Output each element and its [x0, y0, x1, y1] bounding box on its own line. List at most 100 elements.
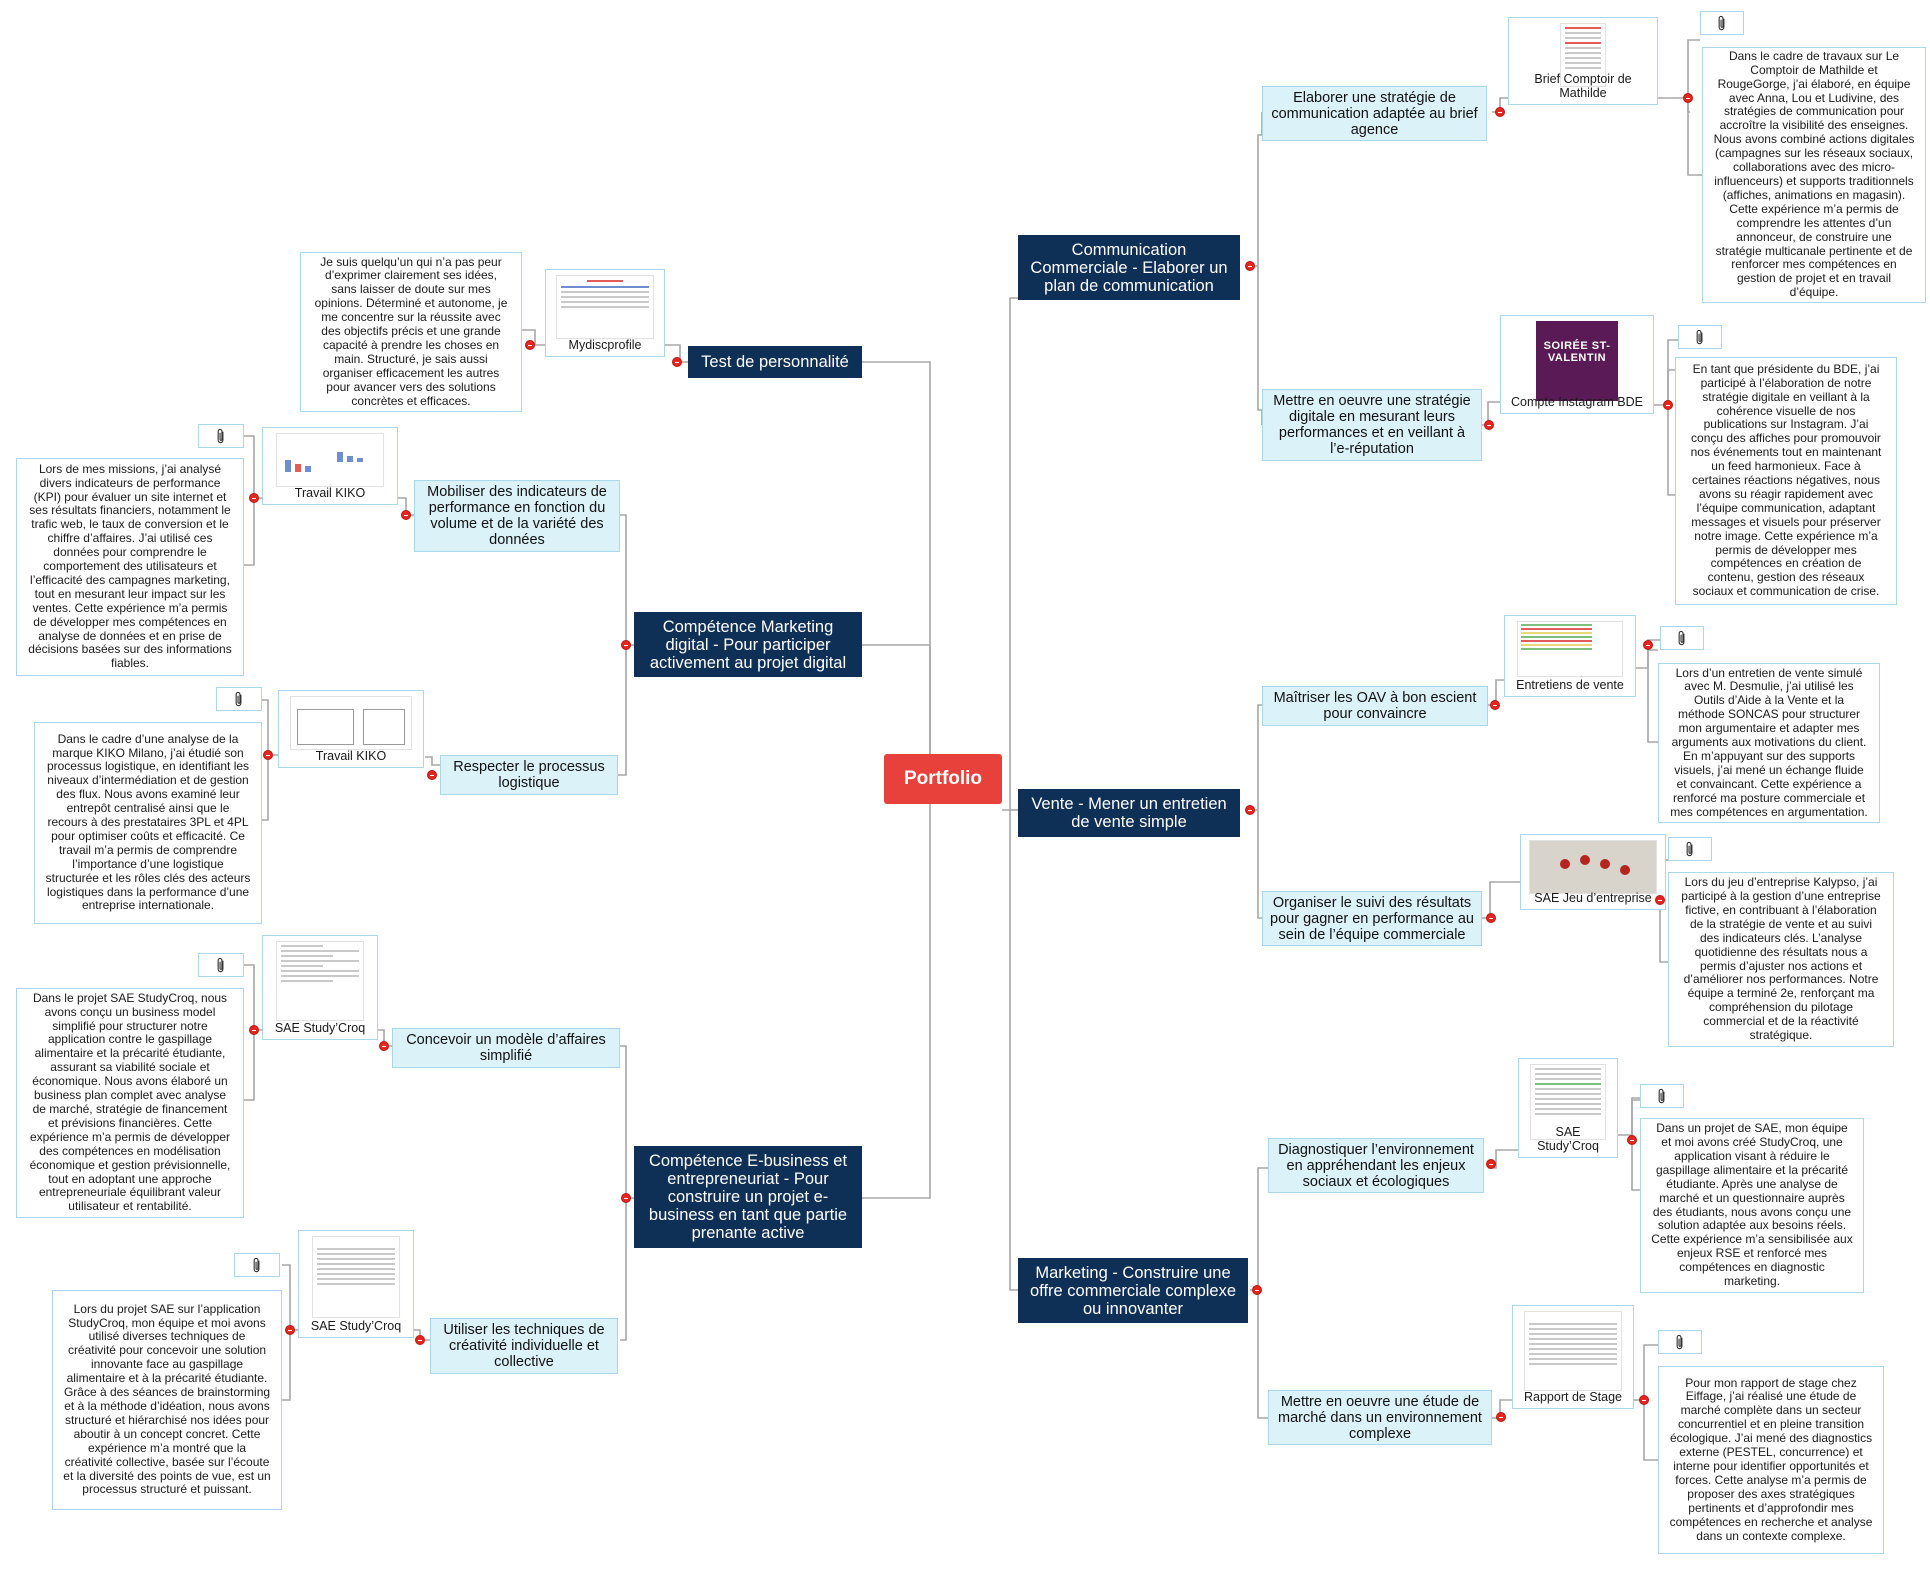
collapse-icon[interactable]	[1486, 913, 1496, 923]
note-rapport-stage: Pour mon rapport de stage chez Eiffage, …	[1658, 1366, 1884, 1554]
doc-studycroq-diagnostic[interactable]: SAE Study’Croq	[1518, 1058, 1618, 1158]
collapse-icon[interactable]	[1683, 93, 1693, 103]
document-thumbnail	[1560, 23, 1606, 87]
paperclip-icon	[1678, 630, 1685, 645]
sub-communication-digital[interactable]: Mettre en oeuvre une stratégie digitale …	[1262, 389, 1482, 461]
doc-entretiens-vente[interactable]: Entretiens de vente	[1504, 615, 1636, 697]
collapse-icon[interactable]	[1495, 107, 1505, 117]
attachment-button[interactable]	[198, 953, 244, 977]
attachment-button[interactable]	[1640, 1084, 1684, 1108]
collapse-icon[interactable]	[285, 1325, 295, 1335]
collapse-icon[interactable]	[1490, 700, 1500, 710]
collapse-icon[interactable]	[1655, 895, 1665, 905]
attachment-button[interactable]	[216, 687, 262, 711]
paperclip-icon	[235, 691, 242, 706]
note-travail-kiko-logistique: Dans le cadre d’une analyse de la marque…	[34, 722, 262, 924]
attachment-button[interactable]	[234, 1253, 280, 1277]
collapse-icon[interactable]	[1252, 1285, 1262, 1295]
collapse-icon[interactable]	[249, 1025, 259, 1035]
poster-thumbnail: SOIRÉE ST-VALENTIN	[1536, 321, 1618, 401]
diagram-thumbnail	[290, 696, 412, 750]
document-thumbnail	[556, 275, 654, 339]
spreadsheet-thumbnail	[1517, 621, 1623, 677]
collapse-icon[interactable]	[249, 493, 259, 503]
attachment-button[interactable]	[1660, 626, 1704, 650]
chart-thumbnail	[276, 433, 384, 487]
branch-vente[interactable]: Vente - Mener un entretien de vente simp…	[1018, 789, 1240, 837]
branch-ebusiness[interactable]: Compétence E-business et entrepreneuriat…	[634, 1146, 862, 1248]
collapse-icon[interactable]	[1639, 1395, 1649, 1405]
doc-brief-comptoir[interactable]: Brief Comptoir de Mathilde	[1508, 17, 1658, 105]
note-brief-comptoir: Dans le cadre de travaux sur Le Comptoir…	[1702, 47, 1926, 303]
root-node-portfolio[interactable]: Portfolio	[884, 754, 1002, 804]
collapse-icon[interactable]	[379, 1041, 389, 1051]
doc-studycroq-creativite[interactable]: SAE Study’Croq	[298, 1230, 414, 1338]
attachment-button[interactable]	[1700, 11, 1744, 35]
sub-vente-suivi[interactable]: Organiser le suivi des résultats pour ga…	[1262, 891, 1482, 946]
paperclip-icon	[1676, 1334, 1683, 1349]
note-jeu-entreprise: Lors du jeu d’entreprise Kalypso, j’ai p…	[1668, 872, 1894, 1047]
collapse-icon[interactable]	[263, 750, 273, 760]
collapse-icon[interactable]	[525, 340, 535, 350]
branch-communication[interactable]: Communication Commerciale - Elaborer un …	[1018, 235, 1240, 300]
collapse-icon[interactable]	[1484, 420, 1494, 430]
note-studycroq-diagnostic: Dans un projet de SAE, mon équipe et moi…	[1640, 1118, 1864, 1293]
doc-rapport-stage[interactable]: Rapport de Stage	[1512, 1305, 1634, 1409]
sub-marketing-etude[interactable]: Mettre en oeuvre une étude de marché dan…	[1268, 1390, 1492, 1445]
collapse-icon[interactable]	[401, 510, 411, 520]
paperclip-icon	[217, 428, 224, 443]
paperclip-icon	[1696, 329, 1703, 344]
game-thumbnail	[1529, 840, 1657, 894]
branch-communication-label: Communication Commerciale - Elaborer un …	[1030, 240, 1228, 295]
sub-marketing-diagnostic[interactable]: Diagnostiquer l’environnement en appréhe…	[1268, 1138, 1484, 1193]
collapse-icon[interactable]	[621, 1193, 631, 1203]
collapse-icon[interactable]	[621, 640, 631, 650]
paperclip-icon	[1686, 841, 1693, 856]
collapse-icon[interactable]	[415, 1335, 425, 1345]
paperclip-icon	[217, 957, 224, 972]
collapse-icon[interactable]	[1245, 261, 1255, 271]
sub-ebusiness-creativite[interactable]: Utiliser les techniques de créativité in…	[430, 1318, 618, 1374]
root-label: Portfolio	[903, 768, 983, 789]
collapse-icon[interactable]	[1496, 1412, 1506, 1422]
collapse-icon[interactable]	[1486, 1159, 1496, 1169]
doc-instagram-bde[interactable]: SOIRÉE ST-VALENTIN Compte Instagram BDE	[1500, 315, 1654, 414]
note-instagram-bde: En tant que présidente du BDE, j’ai part…	[1675, 357, 1897, 605]
doc-studycroq-modele[interactable]: SAE Study’Croq	[262, 935, 378, 1040]
note-entretiens-vente: Lors d’un entretien de vente simulé avec…	[1658, 663, 1880, 823]
sub-digital-indicateurs[interactable]: Mobiliser des indicateurs de performance…	[414, 480, 620, 552]
document-thumbnail	[276, 941, 364, 1021]
attachment-button[interactable]	[1658, 1330, 1702, 1354]
note-studycroq-creativite: Lors du projet SAE sur l’application Stu…	[52, 1290, 282, 1510]
note-travail-kiko-kpi: Lors de mes missions, j’ai analysé diver…	[16, 458, 244, 676]
collapse-icon[interactable]	[1663, 400, 1673, 410]
attachment-button[interactable]	[1678, 325, 1722, 349]
sub-digital-logistique[interactable]: Respecter le processus logistique	[440, 755, 618, 795]
sub-ebusiness-modele[interactable]: Concevoir un modèle d’affaires simplifié	[392, 1028, 620, 1068]
doc-travail-kiko-logistique[interactable]: Travail KIKO	[278, 690, 424, 768]
attachment-button[interactable]	[198, 424, 244, 448]
paperclip-icon	[253, 1257, 260, 1272]
document-thumbnail	[1530, 1064, 1606, 1140]
branch-test-personnalite[interactable]: Test de personnalité	[688, 346, 862, 378]
paperclip-icon	[1658, 1088, 1665, 1103]
document-thumbnail	[312, 1236, 400, 1318]
collapse-icon[interactable]	[1245, 805, 1255, 815]
attachment-button[interactable]	[1668, 837, 1712, 861]
collapse-icon[interactable]	[1627, 1135, 1637, 1145]
collapse-icon[interactable]	[672, 357, 682, 367]
sub-vente-oav[interactable]: Maîtriser les OAV à bon escient pour con…	[1262, 686, 1488, 726]
branch-marketing-digital[interactable]: Compétence Marketing digital - Pour part…	[634, 612, 862, 677]
branch-marketing[interactable]: Marketing - Construire une offre commerc…	[1018, 1258, 1248, 1323]
collapse-icon[interactable]	[427, 770, 437, 780]
note-studycroq-modele: Dans le projet SAE StudyCroq, nous avons…	[16, 988, 244, 1218]
doc-travail-kiko-kpi[interactable]: Travail KIKO	[262, 427, 398, 505]
paperclip-icon	[1718, 15, 1725, 30]
document-thumbnail	[1524, 1311, 1622, 1391]
collapse-icon[interactable]	[1643, 640, 1653, 650]
doc-mydiscprofile[interactable]: Mydiscprofile	[545, 269, 665, 357]
doc-jeu-entreprise[interactable]: SAE Jeu d’entreprise	[1520, 834, 1666, 910]
note-mydiscprofile: Je suis quelqu’un qui n’a pas peur d’exp…	[300, 252, 522, 412]
sub-communication-brief[interactable]: Elaborer une stratégie de communication …	[1262, 86, 1487, 141]
